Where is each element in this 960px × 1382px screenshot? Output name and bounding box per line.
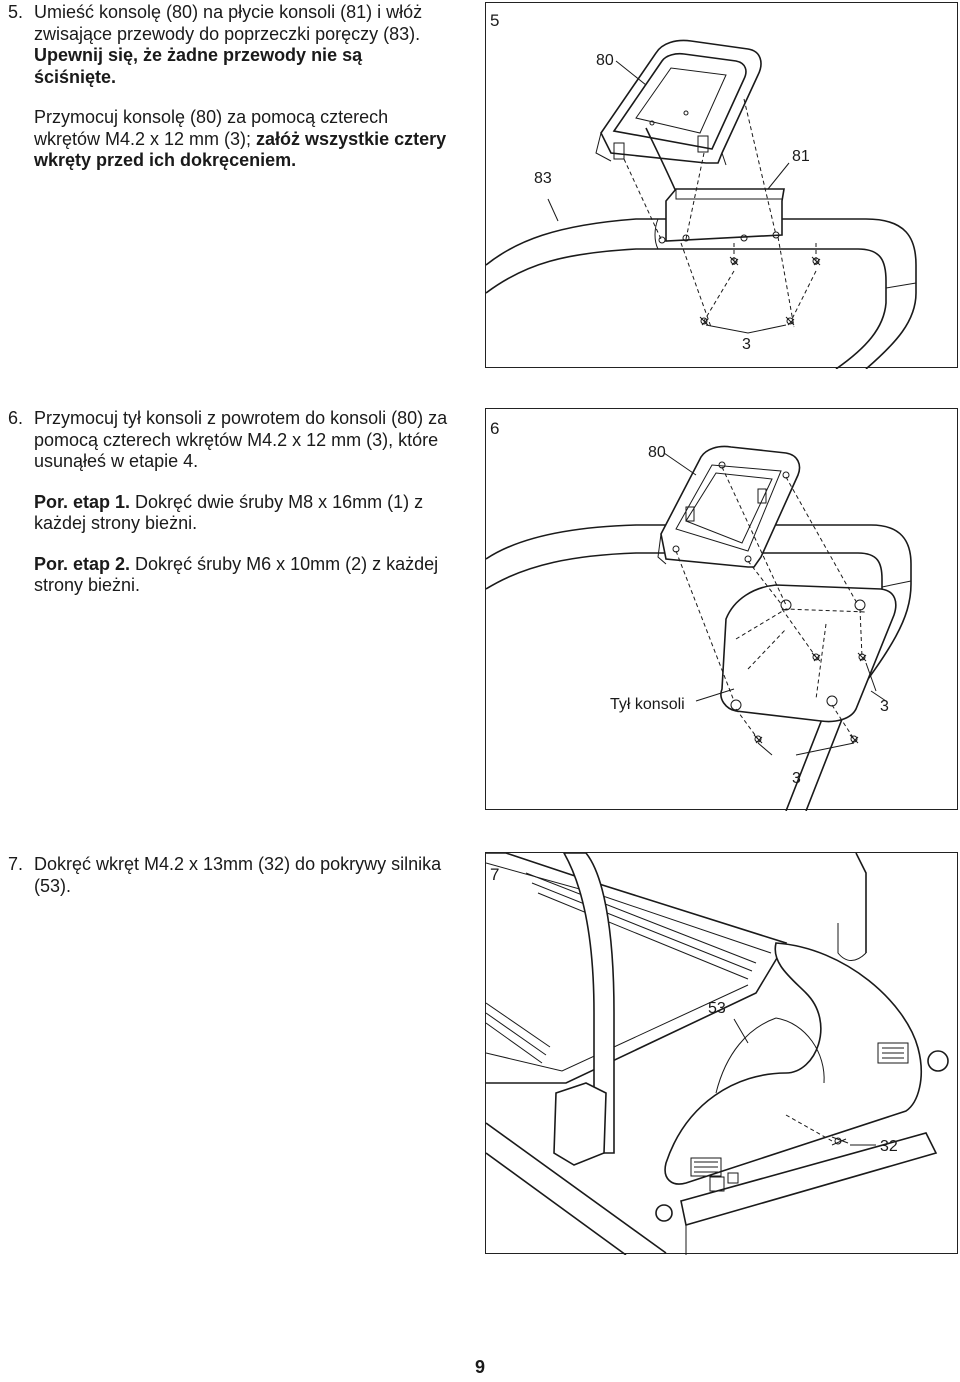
- callout-console-back: Tył konsoli: [610, 696, 685, 713]
- step-6-line-2: pomocą czterech wkrętów M4.2 x 12 mm (3)…: [34, 429, 439, 450]
- note-2-text: Dokręć śruby M6 x 10mm (2) z każdej: [130, 553, 439, 574]
- callout-3: 3: [742, 336, 751, 353]
- step-5-line-5: wkrętów M4.2 x 12 mm (3);: [34, 128, 257, 149]
- step-number: 7.: [8, 854, 24, 874]
- callout-32: 32: [880, 1138, 898, 1155]
- step-5-text: 5. Umieść konsolę (80) na płycie konsoli …: [8, 2, 448, 172]
- callout-80: 80: [596, 52, 614, 69]
- callout-80: 80: [648, 444, 666, 461]
- note-2-label: Por. etap 2.: [34, 553, 131, 574]
- step-6-text: 6. Przymocuj tył konsoli z powrotem do ko…: [8, 408, 448, 597]
- figure-6-illustration: 80 Tył konsoli 3 3: [486, 444, 912, 811]
- note-2-line-2: strony bieżni.: [34, 575, 141, 595]
- callout-53: 53: [708, 1000, 726, 1017]
- step-7-line-2: (53).: [34, 875, 72, 896]
- note-1-label: Por. etap 1.: [34, 491, 131, 512]
- step-5-line-6: wkręty przed ich dokręceniem.: [34, 150, 297, 170]
- figure-number: 7: [490, 865, 500, 884]
- figure-5: 5: [485, 2, 958, 369]
- callout-3-right: 3: [880, 698, 889, 715]
- note-1-text: Dokręć dwie śruby M8 x 16mm (1) z: [130, 491, 424, 512]
- step-6-line-1: Przymocuj tył konsoli z powrotem do kons…: [34, 408, 448, 428]
- step-5-line-4: Przymocuj konsolę (80) za pomocą czterec…: [34, 107, 389, 127]
- step-7-text: 7. Dokręć wkręt M4.2 x 13mm (32) do pokry…: [8, 854, 448, 897]
- figure-number: 5: [490, 11, 500, 30]
- step-6-line-3: usunąłeś w etapie 4.: [34, 451, 199, 471]
- callout-83: 83: [534, 170, 552, 187]
- step-number: 5.: [8, 2, 24, 22]
- figure-number: 6: [490, 419, 500, 438]
- figure-5-illustration: 80 83 81 3: [486, 39, 917, 369]
- callout-3-bottom: 3: [792, 770, 801, 787]
- page-number: 9: [474, 1357, 485, 1377]
- figure-6: 6: [485, 408, 958, 811]
- step-number: 6.: [8, 408, 24, 428]
- step-5-line-2: zwisające przewody do poprzeczki poręczy…: [34, 23, 421, 44]
- callout-81: 81: [792, 148, 810, 165]
- step-5-warning: Upewnij się, że żadne przewody nie są śc…: [34, 45, 363, 87]
- step-5-line-5-bold: załóż wszystkie cztery: [256, 128, 447, 149]
- figure-7: 7: [485, 852, 958, 1255]
- step-5-line-1: Umieść konsolę (80) na płycie konsoli (8…: [34, 2, 423, 22]
- note-1-line-2: każdej strony bieżni.: [34, 513, 198, 533]
- figure-7-illustration: 53 32: [486, 853, 949, 1255]
- step-7-line-1: Dokręć wkręt M4.2 x 13mm (32) do pokrywy…: [34, 854, 442, 874]
